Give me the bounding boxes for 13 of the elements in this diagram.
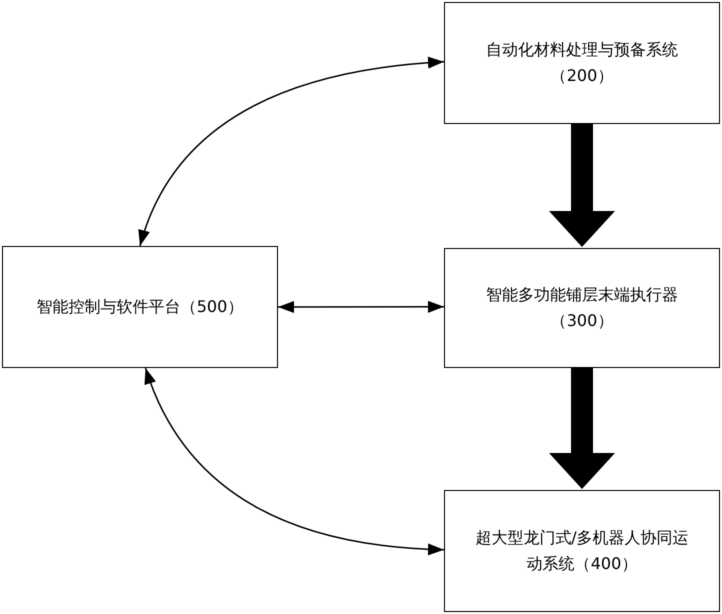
process-box [444, 490, 720, 612]
arrow [144, 368, 444, 555]
process-box [444, 2, 720, 124]
box-label: 超大型龙门式/多机器人协同运动系统（400） [475, 527, 689, 575]
box-label: 自动化材料处理与预备系统（200） [485, 39, 679, 87]
box-label: 智能控制与软件平台（500） [36, 296, 244, 318]
box-label: 智能多功能铺层末端执行器（300） [485, 284, 679, 332]
block-arrow [549, 124, 615, 247]
process-box [2, 246, 278, 368]
arrow [278, 300, 444, 313]
block-arrow [549, 368, 615, 489]
arrow [139, 57, 444, 246]
process-box [444, 248, 720, 368]
